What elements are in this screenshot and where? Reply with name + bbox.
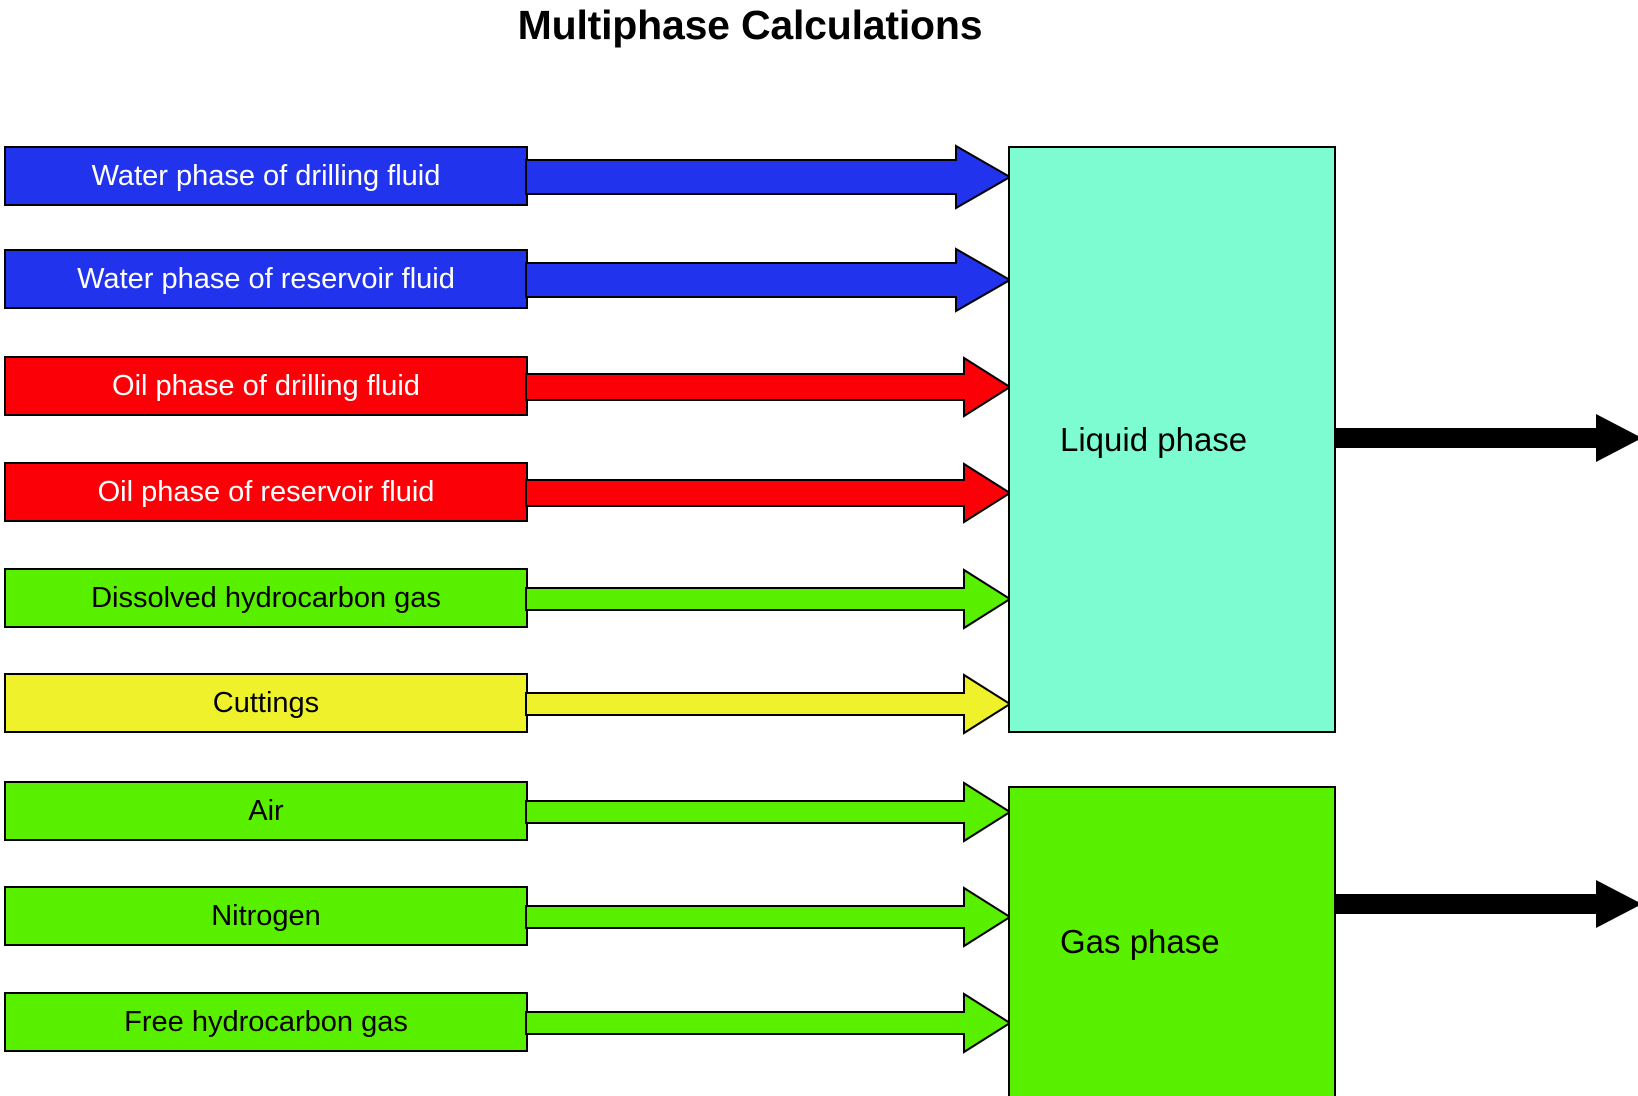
arrow-water-phase-of-reservoir-fluid-to-liquid-phase: [525, 247, 1013, 313]
input-box-dissolved-hydrocarbon-gas[interactable]: Dissolved hydrocarbon gas: [4, 568, 528, 628]
liquid-phase-label: Liquid phase: [1060, 420, 1248, 458]
input-box-label: Water phase of reservoir fluid: [77, 262, 455, 295]
input-box-cuttings[interactable]: Cuttings: [4, 673, 528, 733]
arrow-liquid-phase-output: [1334, 414, 1638, 462]
arrow-gas-phase-output: [1334, 880, 1638, 928]
input-box-label: Nitrogen: [211, 899, 321, 932]
input-box-label: Cuttings: [212, 686, 320, 719]
input-box-water-phase-of-reservoir-fluid[interactable]: Water phase of reservoir fluid: [4, 249, 528, 309]
input-box-label: Oil phase of reservoir fluid: [97, 475, 435, 508]
arrow-nitrogen-to-gas-phase: [525, 886, 1012, 948]
input-box-label: Oil phase of drilling fluid: [112, 369, 420, 402]
gas-phase-label: Gas phase: [1060, 923, 1220, 960]
arrow-water-phase-of-drilling-fluid-to-liquid-phase: [525, 144, 1013, 210]
page-title: Multiphase Calculations: [517, 2, 983, 48]
input-box-oil-phase-of-drilling-fluid[interactable]: Oil phase of drilling fluid: [4, 356, 528, 416]
input-box-label: Dissolved hydrocarbon gas: [91, 581, 441, 614]
input-box-nitrogen[interactable]: Nitrogen: [4, 886, 528, 946]
arrow-oil-phase-of-drilling-fluid-to-liquid-phase: [525, 356, 1012, 418]
liquid-phase-box[interactable]: Liquid phase: [1008, 146, 1336, 733]
input-box-label: Air: [248, 794, 284, 827]
arrow-cuttings-to-liquid-phase: [525, 673, 1012, 735]
input-box-water-phase-of-drilling-fluid[interactable]: Water phase of drilling fluid: [4, 146, 528, 206]
arrow-free-hydrocarbon-gas-to-gas-phase: [525, 992, 1012, 1054]
arrow-air-to-gas-phase: [525, 781, 1012, 843]
input-box-label: Water phase of drilling fluid: [91, 159, 441, 192]
gas-phase-box[interactable]: Gas phase: [1008, 786, 1336, 1096]
input-box-free-hydrocarbon-gas[interactable]: Free hydrocarbon gas: [4, 992, 528, 1052]
input-box-label: Free hydrocarbon gas: [124, 1005, 408, 1038]
arrow-dissolved-hydrocarbon-gas-to-liquid-phase: [525, 568, 1012, 630]
input-box-oil-phase-of-reservoir-fluid[interactable]: Oil phase of reservoir fluid: [4, 462, 528, 522]
arrow-oil-phase-of-reservoir-fluid-to-liquid-phase: [525, 462, 1012, 524]
input-box-air[interactable]: Air: [4, 781, 528, 841]
